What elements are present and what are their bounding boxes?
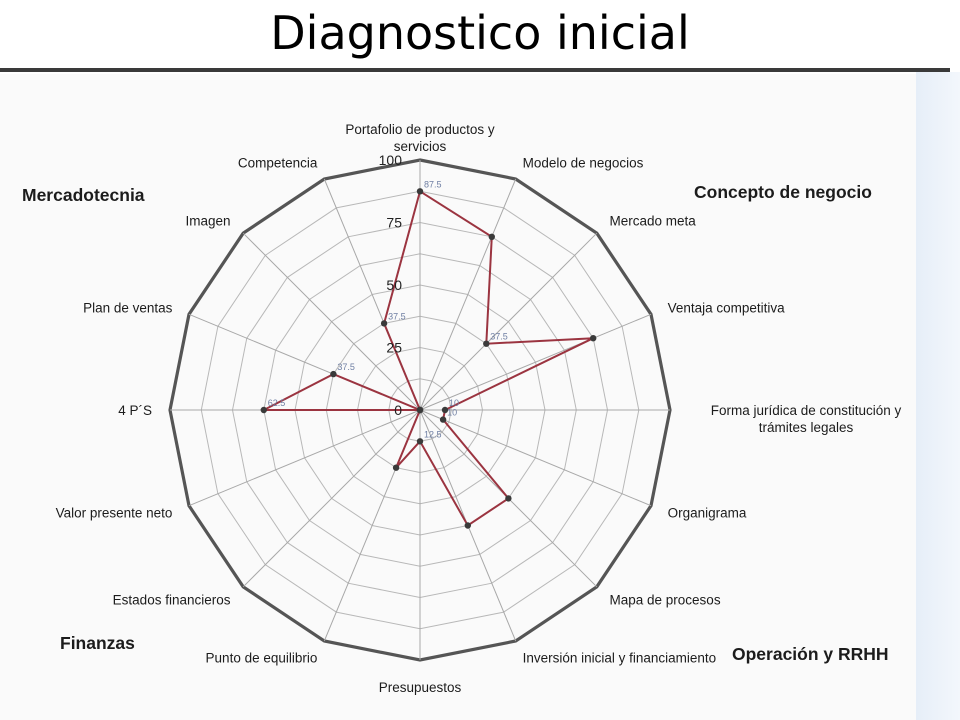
radar-spoke bbox=[419, 232, 598, 411]
data-point bbox=[260, 406, 267, 414]
data-value-label: 10 bbox=[449, 398, 459, 408]
group-label-finanzas: Finanzas bbox=[60, 633, 135, 653]
group-label-mercadotecnia: Mercadotecnia bbox=[22, 185, 145, 205]
data-point bbox=[416, 188, 424, 195]
axis-label-line: trámites legales bbox=[759, 420, 854, 435]
axis-label: Plan de ventas bbox=[83, 300, 173, 315]
radar-spoke bbox=[419, 178, 517, 411]
radial-tick-label: 100 bbox=[379, 152, 403, 168]
data-point bbox=[416, 406, 424, 414]
series-line bbox=[263, 189, 594, 527]
data-value-label: 37.5 bbox=[490, 332, 508, 342]
axis-label: Valor presente neto bbox=[56, 506, 173, 521]
axis-label: Modelo de negocios bbox=[523, 155, 644, 170]
axis-label: Imagen bbox=[185, 214, 230, 229]
axis-label: Organigrama bbox=[668, 506, 747, 521]
radial-tick-label: 75 bbox=[386, 215, 402, 231]
axis-label-line: Forma jurídica de constitución y bbox=[711, 403, 902, 418]
data-point bbox=[441, 406, 449, 414]
radar-spoke bbox=[242, 409, 421, 588]
axis-label-line: servicios bbox=[394, 139, 447, 154]
group-label-operacion-y-rrhh: Operación y RRHH bbox=[732, 644, 889, 664]
data-value-label: 37.5 bbox=[337, 362, 355, 372]
data-value-label: 10 bbox=[447, 408, 457, 418]
data-value-label: 37.5 bbox=[388, 311, 406, 321]
data-value-label: 87.5 bbox=[424, 179, 442, 189]
radar-spoke bbox=[419, 409, 652, 507]
radial-tick-label: 50 bbox=[386, 277, 402, 293]
data-point bbox=[392, 464, 400, 471]
radar-spoke bbox=[188, 409, 421, 507]
data-point bbox=[464, 522, 471, 529]
page-title: Diagnostico inicial bbox=[270, 6, 690, 60]
data-point bbox=[483, 340, 490, 347]
radial-tick-label: 0 bbox=[394, 402, 402, 418]
axis-label: 4 P´S bbox=[118, 403, 152, 418]
data-value-label: 62.5 bbox=[268, 398, 286, 408]
scanned-chart-background bbox=[0, 74, 916, 720]
axis-label: Inversión inicial y financiamiento bbox=[523, 651, 717, 666]
data-point bbox=[416, 438, 424, 445]
axis-label: Portafolio de productos y servicios bbox=[345, 122, 495, 154]
title-divider bbox=[0, 68, 950, 72]
slide-edge-strip bbox=[916, 72, 960, 720]
radial-tick-label: 25 bbox=[386, 340, 402, 356]
data-point bbox=[505, 495, 512, 502]
data-point bbox=[330, 370, 337, 378]
axis-label: Estados financieros bbox=[113, 593, 231, 608]
axis-label-line: Portafolio de productos y bbox=[345, 122, 495, 137]
data-value-label: 12.5 bbox=[424, 429, 442, 439]
data-point bbox=[439, 416, 447, 423]
group-label-concepto-de-negocio: Concepto de negocio bbox=[694, 182, 872, 202]
radar-spoke bbox=[419, 313, 652, 411]
axis-label: Ventaja competitiva bbox=[668, 300, 786, 315]
data-point bbox=[590, 335, 597, 342]
axis-label: Mercado meta bbox=[610, 214, 697, 229]
radar-tick-labels: 0 25 50 75 100 bbox=[379, 152, 403, 418]
axis-label: Punto de equilibrio bbox=[206, 651, 318, 666]
data-point bbox=[380, 320, 388, 327]
data-point bbox=[488, 233, 495, 240]
radar-axis-labels: Portafolio de productos y serviciosModelo… bbox=[56, 122, 902, 695]
radar-spoke bbox=[242, 232, 421, 411]
axis-label: Competencia bbox=[238, 155, 318, 170]
axis-label: Mapa de procesos bbox=[610, 593, 721, 608]
axis-label: Forma jurídica de constitución y trámites… bbox=[711, 403, 902, 435]
axis-label: Presupuestos bbox=[379, 680, 462, 695]
